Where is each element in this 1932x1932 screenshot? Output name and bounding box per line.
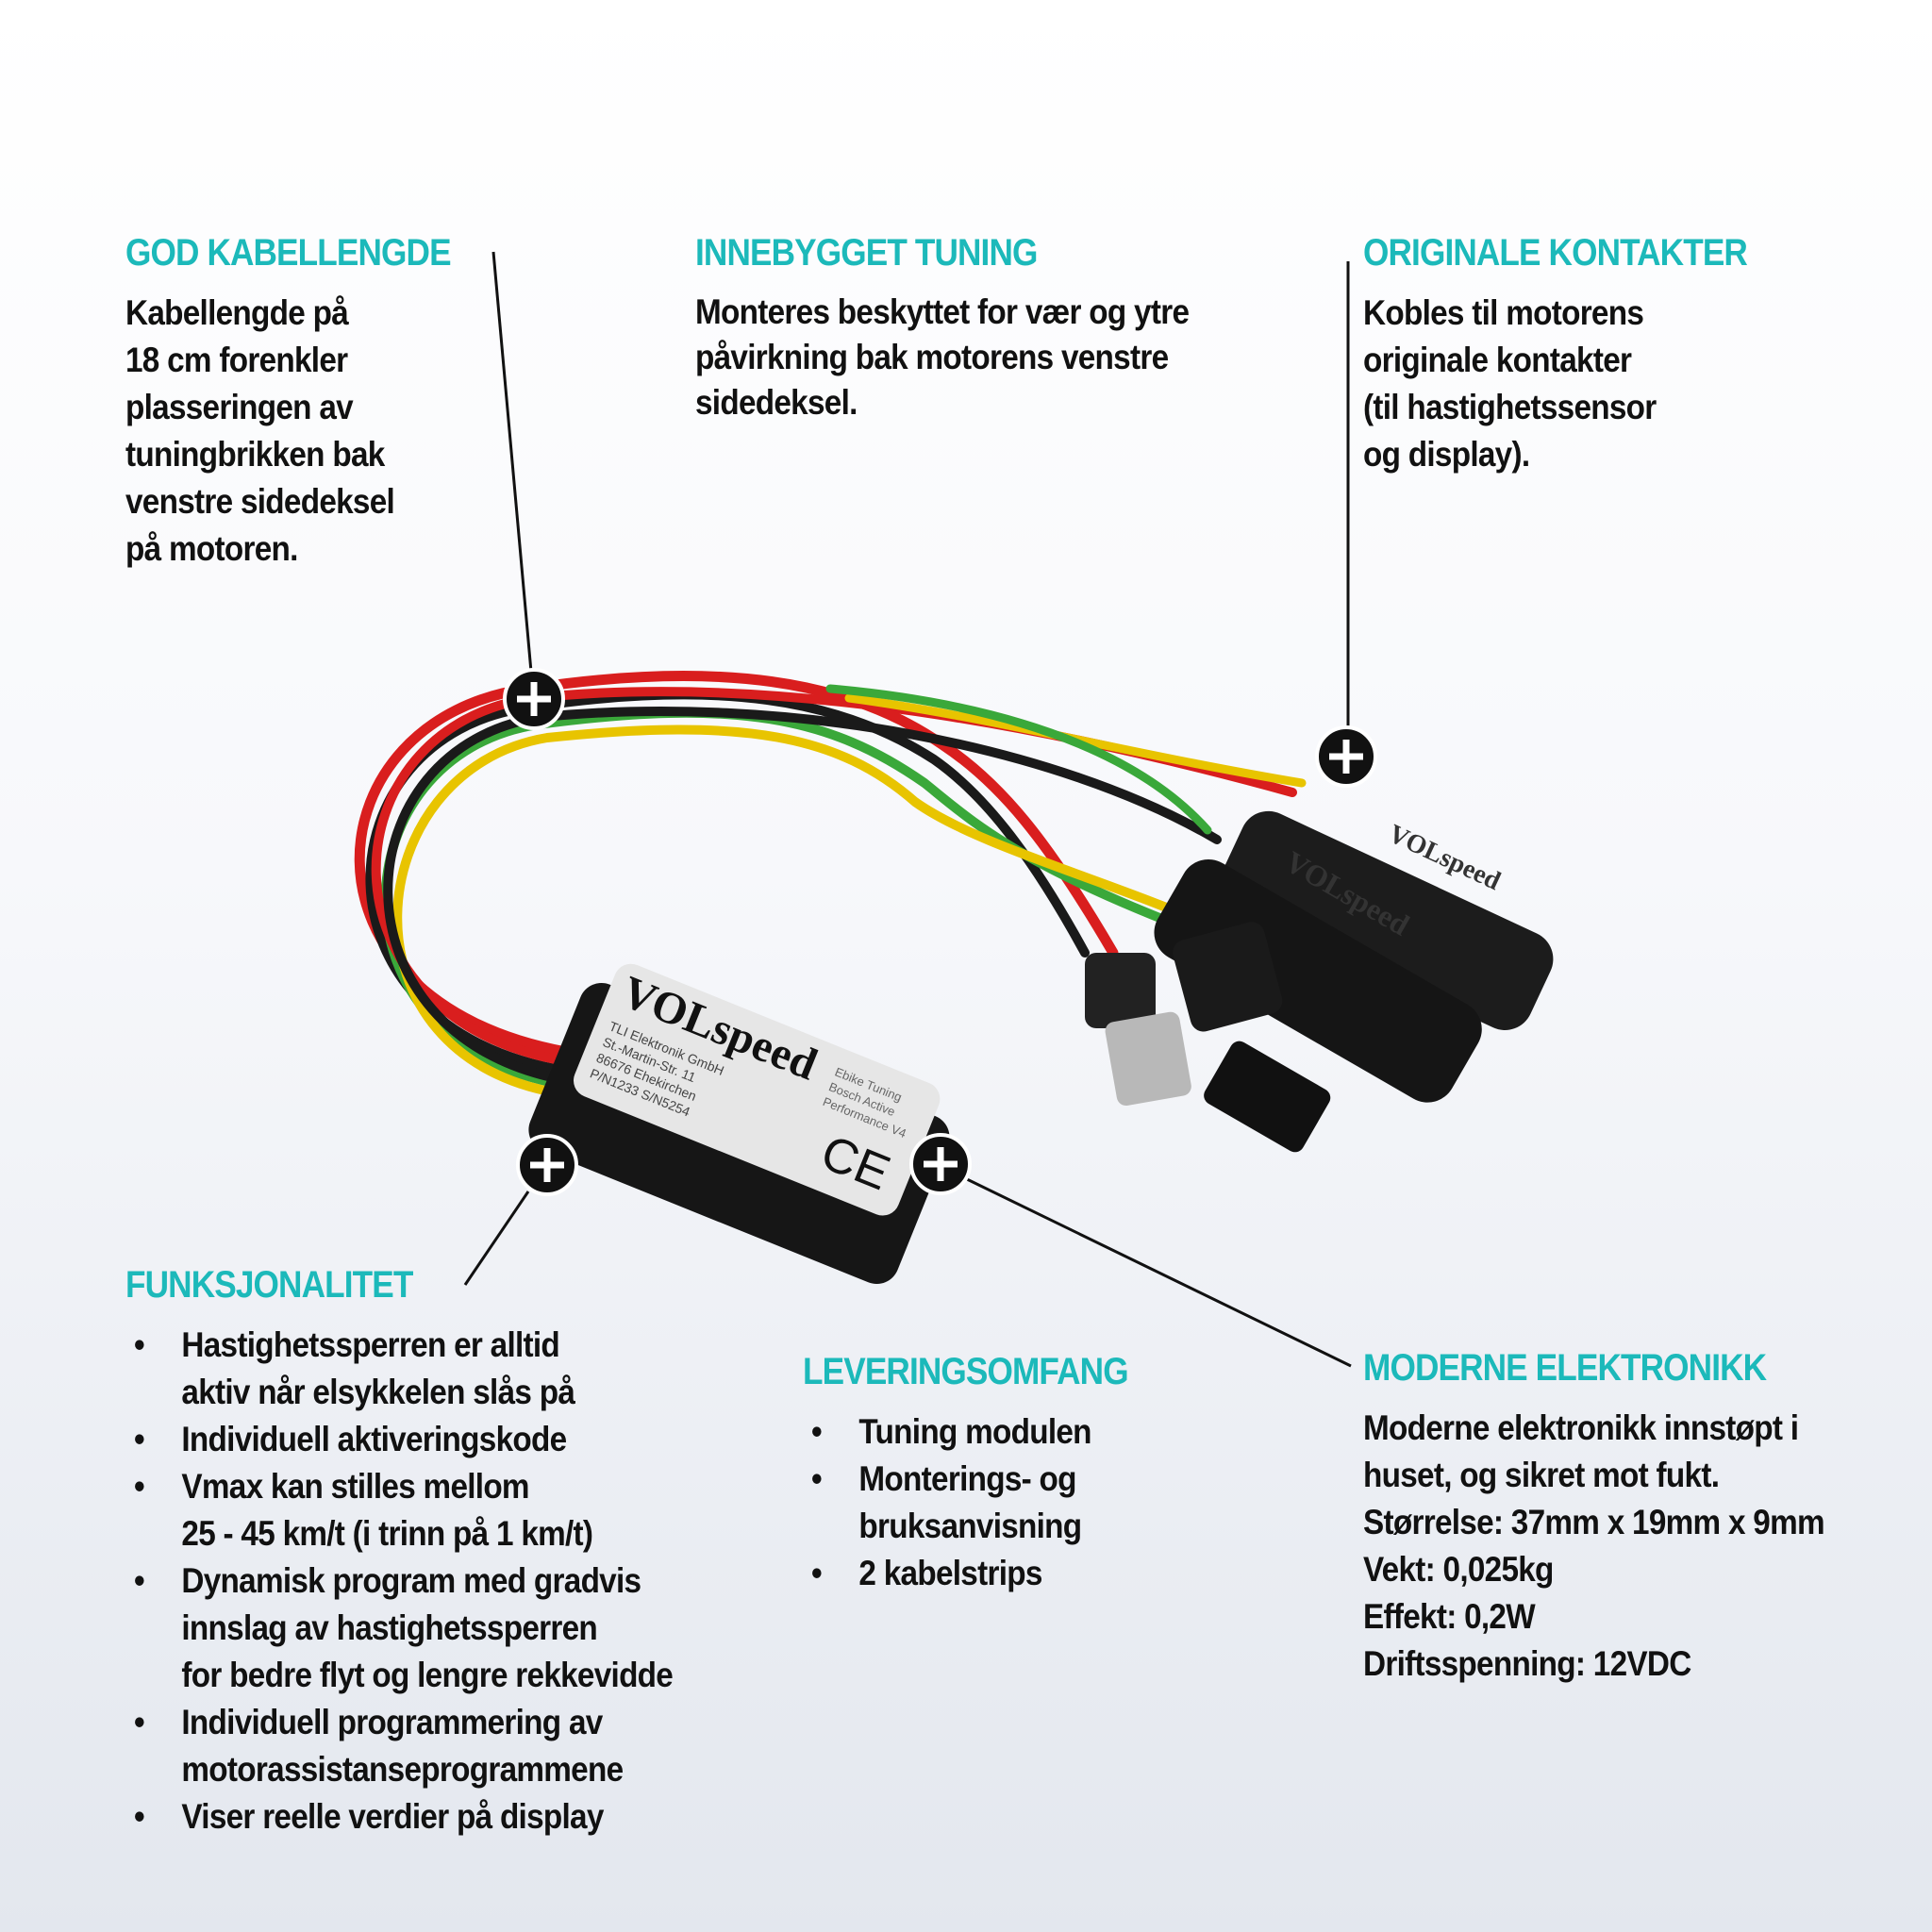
tuning-module: VOLspeed TLI Elektronik GmbH St.-Martin-… bbox=[528, 963, 950, 1285]
section-title: GOD KABELLENGDE bbox=[125, 232, 452, 274]
section-title: INNEBYGGET TUNING bbox=[695, 232, 1038, 274]
list-item: Vmax kan stilles mellom 25 - 45 km/t (i t… bbox=[125, 1463, 673, 1557]
plus-circle-icon[interactable] bbox=[1315, 725, 1377, 788]
text-line: Vekt: 0,025kg bbox=[1363, 1550, 1554, 1589]
list-item: 2 kabelstrips bbox=[803, 1550, 1136, 1597]
text-line: Kabellengde på bbox=[125, 293, 349, 332]
list-item: Monterings- og bruksanvisning bbox=[803, 1456, 1136, 1550]
list-item-line: motorassistanseprogrammene bbox=[181, 1750, 624, 1789]
connector-small-black bbox=[1173, 922, 1331, 1153]
list-item-line: Tuning modulen bbox=[858, 1412, 1091, 1451]
delivery-list: Tuning modulenMonterings- og bruksanvisni… bbox=[803, 1408, 1136, 1597]
list-item-line: 2 kabelstrips bbox=[858, 1554, 1042, 1592]
text-line: plasseringen av bbox=[125, 388, 354, 426]
text-line: 18 cm forenkler bbox=[125, 341, 348, 379]
section-delivery: LEVERINGSOMFANG Tuning modulenMonterings… bbox=[803, 1351, 1173, 1597]
plus-circle-icon[interactable] bbox=[516, 1134, 578, 1196]
plus-circle-icon[interactable] bbox=[909, 1133, 972, 1195]
text-line: Monteres beskyttet for vær og ytre bbox=[695, 292, 1190, 331]
list-item-line: Vmax kan stilles mellom bbox=[181, 1467, 529, 1506]
text-line: huset, og sikret mot fukt. bbox=[1363, 1456, 1720, 1494]
hotspots bbox=[503, 668, 1377, 1196]
text-line: Effekt: 0,2W bbox=[1363, 1597, 1536, 1636]
text-line: originale kontakter bbox=[1363, 341, 1632, 379]
section-text: Kobles til motorens originale kontakter (t… bbox=[1363, 290, 1756, 478]
list-item: Tuning modulen bbox=[803, 1408, 1136, 1456]
section-text: Moderne elektronikk innstøpt i huset, og … bbox=[1363, 1405, 1825, 1688]
list-item: Hastighetssperren er alltid aktiv når els… bbox=[125, 1322, 673, 1416]
list-item-line: Individuell programmering av bbox=[181, 1703, 603, 1741]
list-item-line: Monterings- og bbox=[858, 1459, 1076, 1498]
section-title: ORIGINALE KONTAKTER bbox=[1363, 232, 1748, 274]
section-text: Monteres beskyttet for vær og ytre påvirk… bbox=[695, 290, 1190, 425]
list-item: Viser reelle verdier på display bbox=[125, 1793, 673, 1840]
list-item-line: Individuell aktiveringskode bbox=[181, 1420, 567, 1458]
list-item-line: aktiv når elsykkelen slås på bbox=[181, 1373, 575, 1411]
text-line: tuningbrikken bak bbox=[125, 435, 385, 474]
section-title: LEVERINGSOMFANG bbox=[803, 1351, 1129, 1392]
list-item-line: for bedre flyt og lengre rekkevidde bbox=[181, 1656, 674, 1694]
text-line: Kobles til motorens bbox=[1363, 293, 1644, 332]
text-line: Størrelse: 37mm x 19mm x 9mm bbox=[1363, 1503, 1825, 1541]
list-item-line: 25 - 45 km/t (i trinn på 1 km/t) bbox=[181, 1514, 593, 1553]
list-item: Individuell aktiveringskode bbox=[125, 1416, 673, 1463]
list-item-line: innslag av hastighetssperren bbox=[181, 1608, 598, 1647]
feature-list: Hastighetssperren er alltid aktiv når els… bbox=[125, 1322, 674, 1840]
list-item-line: Viser reelle verdier på display bbox=[181, 1797, 604, 1836]
list-item: Dynamisk program med gradvis innslag av h… bbox=[125, 1557, 674, 1699]
section-title: MODERNE ELEKTRONIKK bbox=[1363, 1347, 1767, 1389]
text-line: Driftsspenning: 12VDC bbox=[1363, 1644, 1691, 1683]
text-line: Moderne elektronikk innstøpt i bbox=[1363, 1408, 1799, 1447]
section-modern-electronics: MODERNE ELEKTRONIKK Moderne elektronikk … bbox=[1363, 1347, 1875, 1688]
text-line: (til hastighetssensor bbox=[1363, 388, 1657, 426]
section-functionality: FUNKSJONALITET Hastighetssperren er allt… bbox=[125, 1264, 734, 1840]
connector-small-grey bbox=[1085, 953, 1191, 1107]
list-item-line: bruksanvisning bbox=[858, 1507, 1082, 1545]
plus-circle-icon[interactable] bbox=[503, 668, 565, 730]
text-line: venstre sidedeksel bbox=[125, 482, 395, 521]
section-original-connectors: ORIGINALE KONTAKTER Kobles til motorens o… bbox=[1363, 232, 1799, 478]
section-built-in-tuning: INNEBYGGET TUNING Monteres beskyttet for… bbox=[695, 232, 1243, 425]
list-item-line: Hastighetssperren er alltid bbox=[181, 1325, 560, 1364]
text-line: og display). bbox=[1363, 435, 1530, 474]
list-item-line: Dynamisk program med gradvis bbox=[181, 1561, 641, 1600]
section-text: Kabellengde på 18 cm forenkler plasseringe… bbox=[125, 290, 458, 573]
text-line: på motoren. bbox=[125, 529, 298, 568]
leader-lines bbox=[463, 251, 1352, 1368]
text-line: påvirkning bak motorens venstre bbox=[695, 338, 1169, 376]
text-line: sidedeksel. bbox=[695, 383, 858, 422]
list-item: Individuell programmering av motorassista… bbox=[125, 1699, 673, 1793]
section-cable-length: GOD KABELLENGDE Kabellengde på 18 cm fore… bbox=[125, 232, 495, 573]
section-title: FUNKSJONALITET bbox=[125, 1264, 413, 1306]
